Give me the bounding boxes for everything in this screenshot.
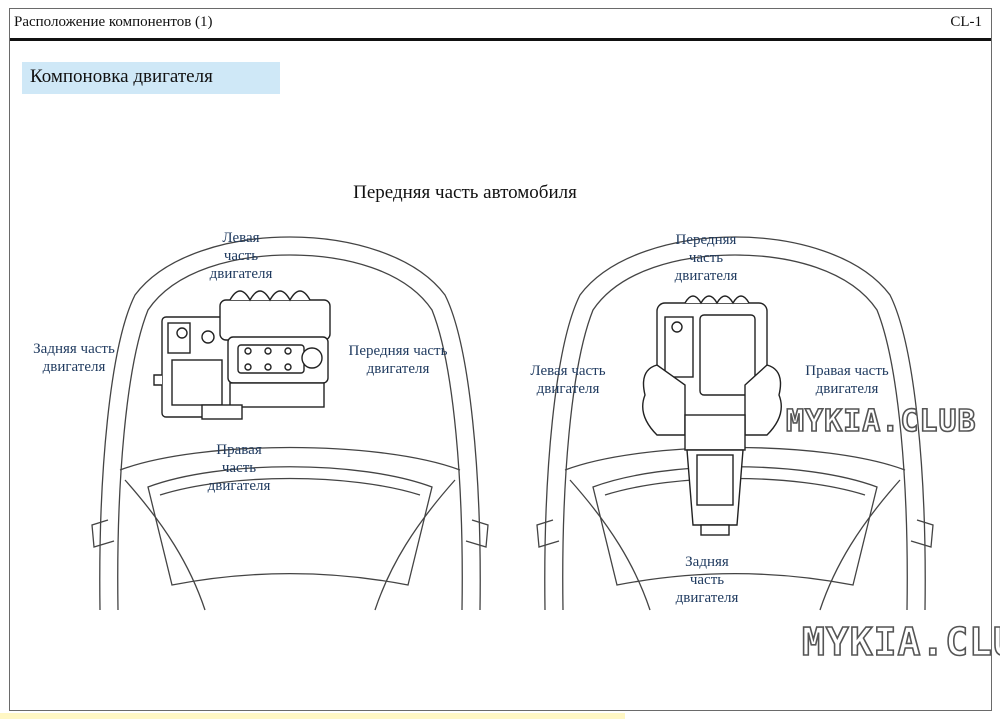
- label-left-engine-side-2: Левая часть двигателя: [530, 363, 606, 397]
- label-engine-front: Передняя часть двигателя: [348, 343, 448, 377]
- front-of-vehicle-label: Передняя часть автомобиля: [353, 182, 577, 203]
- watermark: MYKIA.CLUB: [785, 403, 977, 440]
- label-engine-rear: Задняя часть двигателя: [33, 341, 115, 375]
- document-header-title: Расположение компонентов (1): [14, 14, 213, 30]
- section-title: Компоновка двигателя: [22, 62, 280, 94]
- label-right-engine-side-2: Правая часть двигателя: [805, 363, 889, 397]
- label-engine-front-top: Передняя часть двигателя: [674, 232, 738, 284]
- car-outline-right: [536, 236, 934, 611]
- label-right-engine-side: Правая часть двигателя: [207, 442, 271, 494]
- car-outline-left: [91, 236, 489, 611]
- bottom-highlight-bar: [0, 713, 625, 719]
- label-left-engine-side: Левая часть двигателя: [209, 230, 273, 282]
- header-rule: [10, 38, 991, 41]
- label-engine-rear-bottom: Задняя часть двигателя: [675, 554, 739, 606]
- page-number: CL-1: [950, 14, 982, 30]
- watermark: MYKIA.CLUB: [801, 619, 1000, 665]
